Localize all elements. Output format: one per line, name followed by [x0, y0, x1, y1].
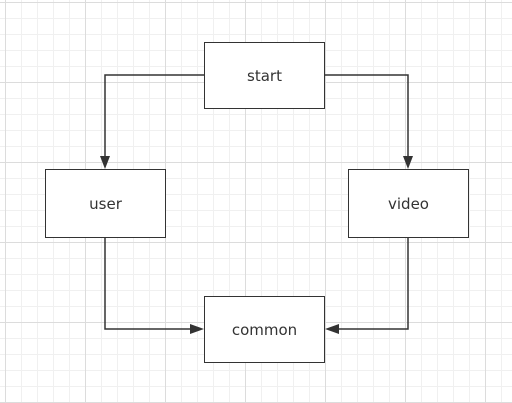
node-start-label: start [247, 66, 282, 85]
connector-start-user [104, 74, 204, 158]
connector-video-common [337, 238, 409, 330]
node-start[interactable]: start [204, 42, 325, 109]
arrowhead-video [403, 156, 413, 169]
node-user-label: user [89, 194, 122, 213]
node-common-label: common [231, 320, 298, 339]
connector-user-common [104, 238, 192, 330]
node-user[interactable]: user [45, 169, 166, 238]
node-video[interactable]: video [348, 169, 469, 238]
connector-start-video [325, 74, 409, 158]
arrowhead-common-left [190, 324, 204, 334]
node-common[interactable]: common [204, 296, 325, 363]
arrowhead-user [100, 156, 110, 169]
arrowhead-common-right [325, 324, 339, 334]
node-video-label: video [388, 194, 429, 213]
